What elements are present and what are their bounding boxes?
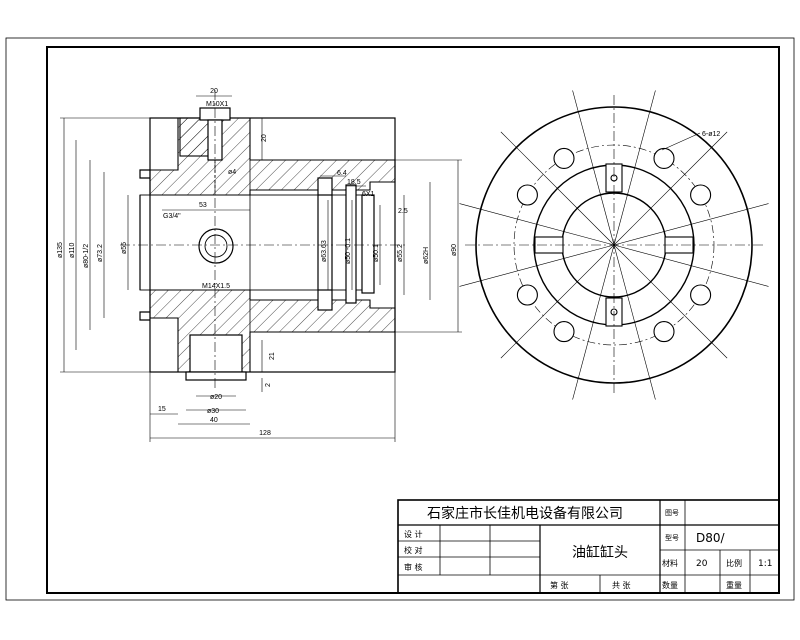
dim-15: 15 xyxy=(158,406,166,413)
material-value: 20 xyxy=(696,559,708,569)
g34-port-inner xyxy=(204,234,228,258)
dim-6x1: 6X1 xyxy=(362,191,375,198)
dim-total-width: 128 xyxy=(259,430,271,437)
title-block-text: 石家庄市长佳机电设备有限公司 油缸缸头 设 计 校 对 审 核 图号 型号 D8… xyxy=(404,505,772,590)
dim-phi110: ø110 xyxy=(69,242,76,258)
dim-m10: M10X1 xyxy=(206,101,228,108)
dim-phi55: ø55 xyxy=(121,242,128,254)
dim-phi62: ø62H xyxy=(423,247,430,264)
outer-border xyxy=(5,37,795,601)
dim-phi80: ø80-1/2 xyxy=(83,244,90,268)
port-slots xyxy=(534,163,694,327)
scale-value: 1:1 xyxy=(758,559,772,569)
label-design: 设 计 xyxy=(404,529,423,539)
dim-phi50-2: ø50.1 xyxy=(373,244,380,262)
end-view-centerlines xyxy=(465,95,765,395)
bottom-port-ring xyxy=(185,371,247,381)
dim-18-5: 18.5 xyxy=(347,179,361,186)
label-material: 材料 xyxy=(662,558,678,568)
dim-phi50-1: ø50 -0.1 xyxy=(345,238,352,264)
section-outlines xyxy=(139,107,396,381)
dim-6-4: 6.4 xyxy=(337,170,347,177)
label-model: 型号 xyxy=(665,533,679,542)
dim-phi20: ø20 xyxy=(210,394,222,401)
section-view: 128 20 M10X1 20 ø4 6.4 18.5 6X1 2.5 53 G… xyxy=(57,88,462,442)
bolt-hole xyxy=(553,321,575,343)
title-block xyxy=(397,499,780,594)
groove-ring-3 xyxy=(361,194,375,294)
dim-40: 40 xyxy=(210,417,218,424)
bottom-port-fitting xyxy=(189,334,243,373)
label-review: 审 核 xyxy=(404,562,423,572)
bolt-hole xyxy=(516,284,538,306)
bore-outline xyxy=(139,194,371,291)
centerlines-section xyxy=(120,90,405,390)
bolt-hole xyxy=(653,321,675,343)
dim-top-20: 20 xyxy=(261,134,268,142)
dim-phi90: ø90 xyxy=(451,244,458,256)
bolt-hole xyxy=(553,147,575,169)
dim-2-5: 2.5 xyxy=(398,208,408,215)
upper-port-boss xyxy=(179,117,211,157)
dim-phi73: ø73.2 xyxy=(97,244,104,262)
label-qty: 数量 xyxy=(662,580,678,590)
title-block-frame xyxy=(397,499,780,594)
dimension-labels: 128 20 M10X1 20 ø4 6.4 18.5 6X1 2.5 53 G… xyxy=(57,88,458,437)
bolt-holes xyxy=(516,147,712,343)
bolt-hole-leader xyxy=(661,132,701,151)
dim-m14: M14X1.5 xyxy=(202,283,230,290)
dim-phi30: ø30 xyxy=(207,408,219,415)
label-check: 校 对 xyxy=(404,545,423,555)
dim-6-phi12: 6-ø12 xyxy=(702,131,720,138)
model-value: D80/ xyxy=(696,531,726,545)
sheet-number: 第 张 xyxy=(550,580,569,590)
g34-port-outer xyxy=(198,228,234,264)
dim-2: 2 xyxy=(265,383,272,387)
groove-ring-1 xyxy=(317,177,333,311)
label-weight: 重量 xyxy=(726,580,742,590)
bolt-hole xyxy=(653,147,675,169)
bolt-hole xyxy=(516,184,538,206)
dimension-lines xyxy=(60,95,462,442)
label-drawing-no: 图号 xyxy=(665,509,679,517)
label-scale: 比例 xyxy=(726,558,742,568)
dim-phi4: ø4 xyxy=(228,169,236,176)
bolt-hole xyxy=(690,284,712,306)
dim-phi135: ø135 xyxy=(57,242,64,258)
dim-phi55-2: ø55.2 xyxy=(397,244,404,262)
dim-21: 21 xyxy=(269,352,276,360)
part-name: 油缸缸头 xyxy=(572,544,628,561)
company-name: 石家庄市长佳机电设备有限公司 xyxy=(427,505,623,522)
dim-top-flange: 20 xyxy=(210,88,218,95)
sheet-total: 共 张 xyxy=(612,581,631,590)
dim-53: 53 xyxy=(199,202,207,209)
dim-phi63: ø63.63 xyxy=(321,240,328,262)
bolt-hole xyxy=(690,184,712,206)
dim-g34: G3/4" xyxy=(163,213,181,220)
end-view: 6-ø12 xyxy=(459,90,769,400)
groove-ring-2 xyxy=(345,184,357,304)
